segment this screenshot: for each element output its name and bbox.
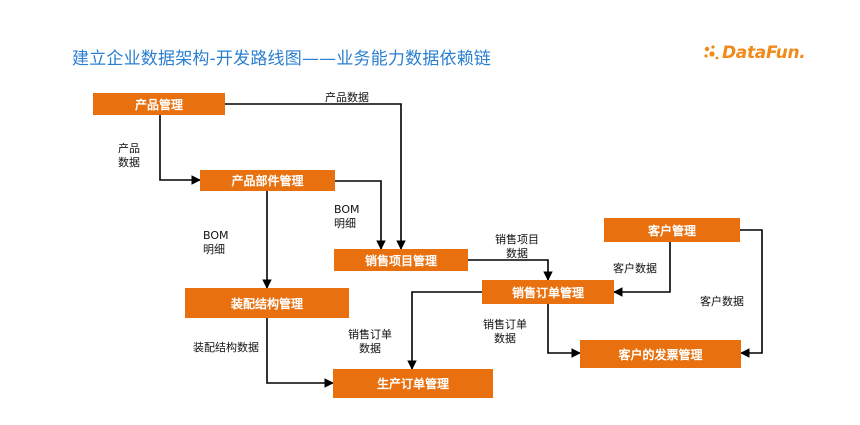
page-title: 建立企业数据架构-开发路线图——业务能力数据依赖链 [72,49,492,69]
edge-product-to-parts [159,114,201,185]
node-customer-invoice-mgmt: 客户的发票管理 [580,340,741,368]
edge-order-to-invoice [547,304,581,358]
edge-label-bom-detail-left: BOM 明细 [203,229,229,256]
node-sales-order-mgmt: 销售订单管理 [482,280,614,304]
edge-label-sales-item-data: 销售项目 数据 [495,233,539,260]
edge-order-to-production [407,291,482,370]
datafun-spark-icon [704,45,719,60]
edge-parts-to-sales-item [335,180,386,250]
node-customer-mgmt: 客户管理 [604,218,740,242]
logo-text: DataFun. [722,43,806,63]
node-sales-item-mgmt: 销售项目管理 [334,249,468,271]
node-production-order-mgmt: 生产订单管理 [333,369,493,398]
edge-label-bom-detail-right: BOM 明细 [334,203,360,230]
datafun-logo: DataFun. [703,40,806,66]
node-product-mgmt: 产品管理 [93,93,225,115]
edge-customer-to-order [613,242,671,297]
node-product-parts-mgmt: 产品部件管理 [200,170,335,191]
edge-label-product-data-top: 产品数据 [325,91,369,104]
edge-label-customer-data-left: 客户数据 [613,262,657,275]
edge-assembly-to-production [266,318,334,388]
edge-label-sales-order-data-right: 销售订单 数据 [483,318,527,345]
edge-label-customer-data-right: 客户数据 [700,295,744,308]
edge-sales-item-to-order [468,259,553,281]
edge-label-assembly-data: 装配结构数据 [193,341,259,354]
edge-product-to-sales-item [225,103,406,250]
node-assembly-mgmt: 装配结构管理 [185,288,349,318]
edge-customer-to-invoice [740,229,763,358]
edge-label-sales-order-data-left: 销售订单 数据 [348,328,392,355]
edge-label-product-data-left: 产品 数据 [118,142,140,169]
